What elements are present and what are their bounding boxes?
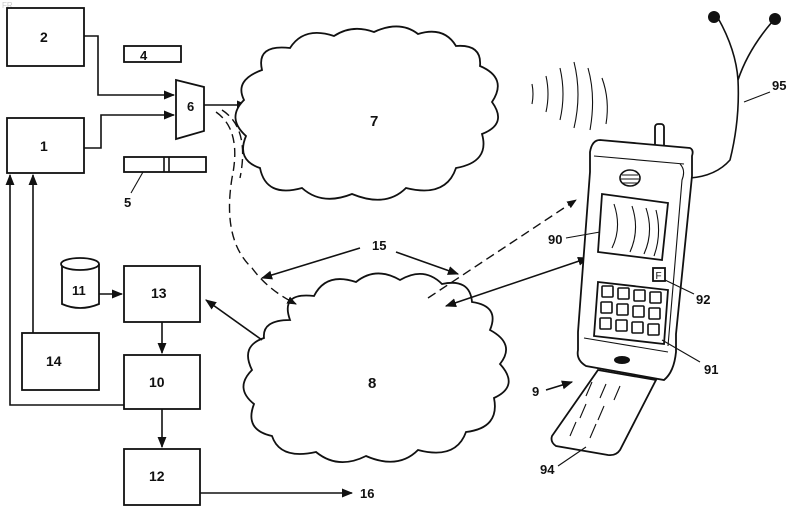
block-4: 4: [124, 46, 181, 63]
block-10: 10: [124, 355, 200, 409]
label-8: 8: [368, 375, 376, 392]
label-6: 6: [187, 99, 194, 114]
link-8-to-phone: [446, 258, 588, 306]
line-8-to-13: [206, 300, 262, 340]
cloud-8: 8: [243, 273, 508, 462]
line-1-to-6: [84, 115, 174, 148]
label-91: 91: [704, 362, 718, 377]
cloud-7: 7: [235, 26, 498, 199]
label-5: 5: [124, 195, 131, 210]
label-95: 95: [772, 78, 786, 93]
line-2-to-6: [84, 36, 174, 95]
label-13: 13: [151, 285, 167, 301]
arrow-15-left: [262, 248, 360, 278]
multiplexer-6: 6: [176, 80, 204, 139]
label-4: 4: [140, 48, 148, 63]
label-2: 2: [40, 29, 48, 45]
arrow-15-right: [396, 252, 458, 274]
block-2: 2: [7, 8, 84, 66]
label-92: 92: [696, 292, 710, 307]
label-15: 15: [372, 238, 386, 253]
label-9: 9: [532, 384, 539, 399]
label-1: 1: [40, 138, 48, 154]
label-16: 16: [360, 486, 374, 501]
block-13: 13: [124, 266, 200, 322]
block-12: 12: [124, 449, 200, 505]
label-90: 90: [548, 232, 562, 247]
block-5-bar: 5: [124, 157, 206, 210]
label-7: 7: [370, 113, 378, 130]
label-94: 94: [540, 462, 555, 477]
block-14: 14: [22, 333, 99, 390]
label-12: 12: [149, 468, 165, 484]
label-14: 14: [46, 353, 62, 369]
function-key-f: F: [656, 271, 662, 282]
block-1: 1: [7, 118, 84, 173]
database-11: 11: [61, 258, 99, 308]
label-10: 10: [149, 374, 165, 390]
label-11: 11: [72, 283, 86, 298]
radio-waves: [532, 62, 607, 130]
mobile-phone: 95 90 F 92: [532, 11, 786, 477]
